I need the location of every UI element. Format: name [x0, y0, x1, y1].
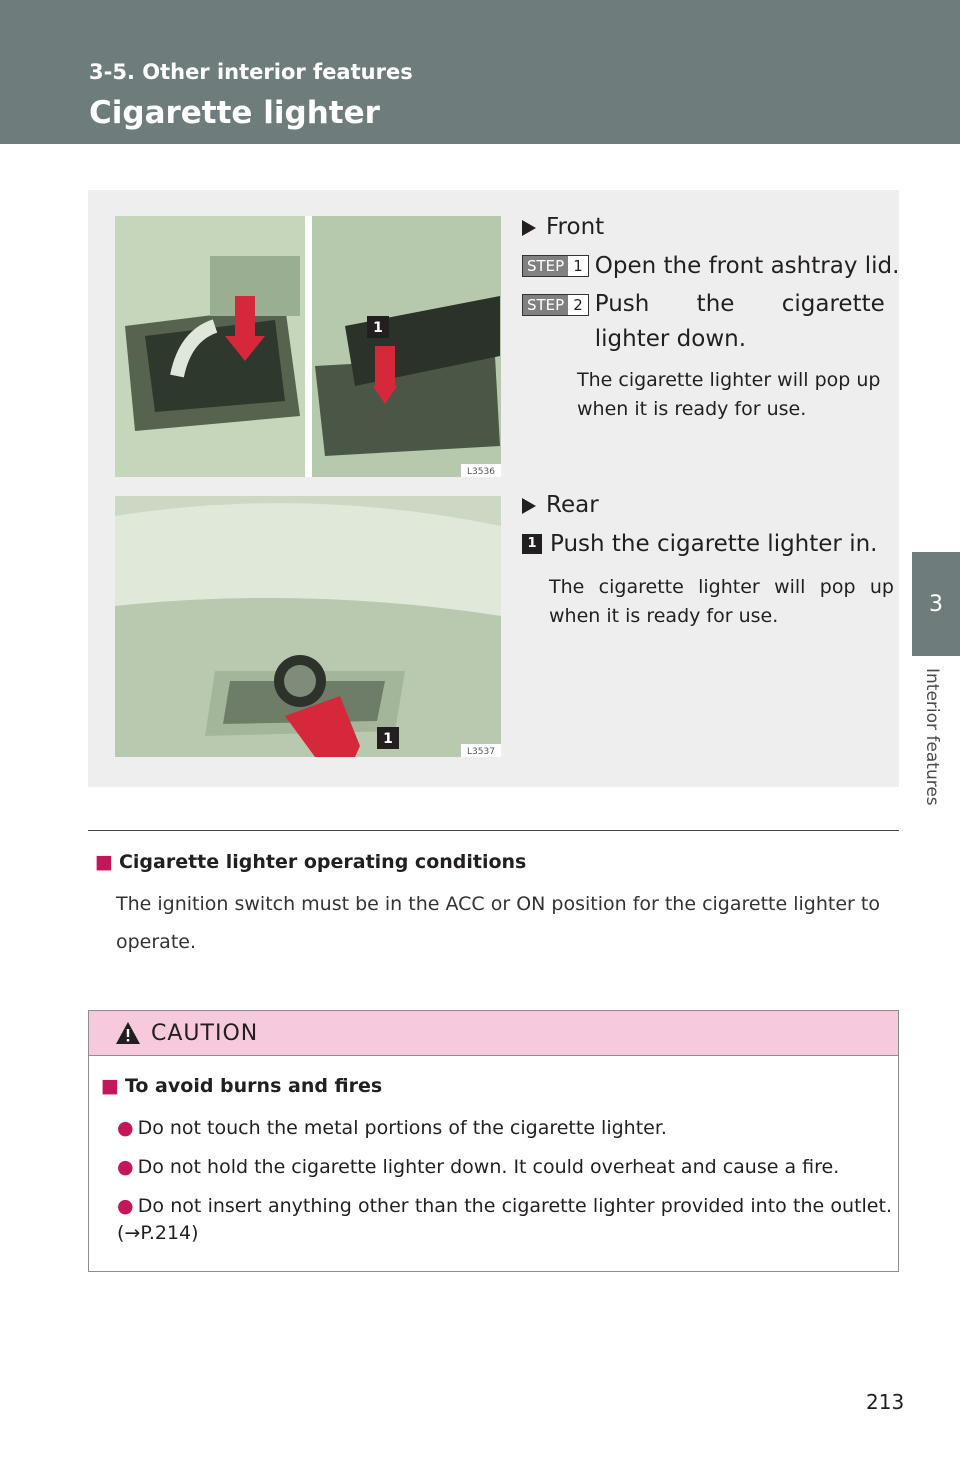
page-title: Cigarette lighter: [89, 95, 380, 131]
triangle-bullet-icon: [522, 497, 536, 514]
rear-steps: Rear 1 Push the cigarette lighter in. Th…: [522, 488, 897, 632]
caution-bullet: ●Do not hold the cigarette lighter down.…: [117, 1156, 840, 1178]
section-divider: [88, 830, 899, 831]
section-label: 3-5. Other interior features: [89, 60, 413, 84]
step-text: Push the cigarette lighter down.: [594, 291, 885, 352]
front-heading: Front: [546, 214, 605, 240]
caution-bullet: ●Do not touch the metal portions of the …: [117, 1117, 667, 1139]
chapter-tab: 3: [912, 552, 960, 656]
rear-step-1: 1 Push the cigarette lighter in.: [522, 527, 897, 562]
rear-image-code: L3537: [467, 747, 495, 757]
conditions-heading: ■Cigarette lighter operating conditions: [95, 851, 527, 873]
rear-note: The cigarette lighter will pop up when i…: [549, 576, 894, 628]
rear-photo: 1 L3537: [115, 496, 501, 757]
rear-heading: Rear: [546, 492, 599, 518]
step-text: Open the front ashtray lid.: [594, 252, 900, 279]
front-photo: 1 L3536: [115, 216, 501, 477]
chapter-number: 3: [929, 591, 943, 617]
warning-triangle-icon: [116, 1022, 140, 1044]
caution-title: CAUTION: [151, 1020, 259, 1046]
front-heading-row: Front: [522, 210, 902, 245]
square-bullet-icon: ■: [95, 851, 113, 873]
triangle-bullet-icon: [522, 219, 536, 236]
step-number-badge: 1: [522, 533, 542, 554]
chapter-label: Interior features: [922, 668, 942, 806]
caution-subheading: ■To avoid burns and fires: [101, 1075, 383, 1097]
rear-heading-row: Rear: [522, 488, 897, 523]
conditions-body: The ignition switch must be in the ACC o…: [116, 893, 880, 953]
circle-bullet-icon: ●: [117, 1156, 134, 1178]
front-image-code: L3536: [467, 467, 495, 477]
front-callout: 1: [373, 320, 383, 336]
page-number: 213: [866, 1390, 905, 1414]
caution-bullet: ●Do not insert anything other than the c…: [117, 1195, 892, 1244]
rear-callout: 1: [383, 731, 393, 747]
step-text: Push the cigarette lighter in.: [550, 530, 878, 557]
circle-bullet-icon: ●: [117, 1195, 134, 1217]
caution-box: CAUTION ■To avoid burns and fires ●Do no…: [88, 1010, 899, 1272]
caution-header: CAUTION: [89, 1011, 898, 1056]
square-bullet-icon: ■: [101, 1075, 119, 1097]
front-note: The cigarette lighter will pop up when i…: [577, 369, 881, 421]
page-header: 3-5. Other interior features Cigarette l…: [0, 0, 960, 144]
circle-bullet-icon: ●: [117, 1117, 134, 1139]
